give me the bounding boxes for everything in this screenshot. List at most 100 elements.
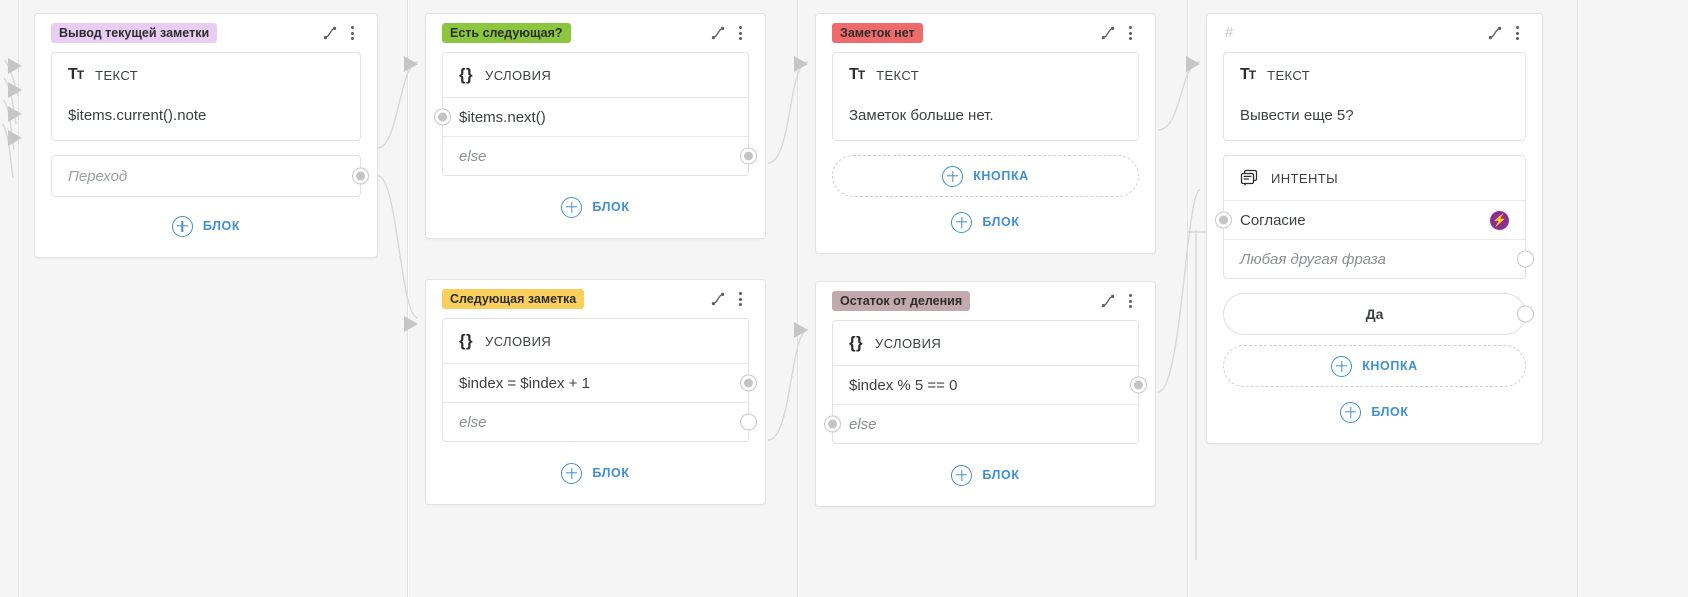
text-block[interactable]: TT ТЕКСТ Вывести еще 5?: [1223, 52, 1526, 141]
card-next-note[interactable]: Следующая заметка {} УСЛОВИЯ $index = $i…: [425, 279, 766, 505]
card-ask-more[interactable]: # TT ТЕКСТ Вывести еще 5?: [1206, 13, 1543, 444]
card-tag[interactable]: Следующая заметка: [442, 289, 585, 309]
connector-dot-right[interactable]: [740, 374, 757, 392]
card-tag[interactable]: Заметок нет: [832, 23, 923, 43]
connector-dot-right[interactable]: [740, 413, 757, 431]
add-block-label: БЛОК: [592, 466, 630, 480]
card-current-note[interactable]: Вывод текущей заметки TT ТЕКСТ $items.cu…: [34, 13, 378, 258]
card-modulo[interactable]: Остаток от деления {} УСЛОВИЯ $index % 5…: [815, 281, 1156, 507]
plus-circle-icon: [561, 196, 583, 218]
block-title: TT ТЕКСТ: [833, 53, 1138, 97]
more-vertical-icon[interactable]: [1506, 22, 1528, 44]
condition-row-else[interactable]: else: [824, 404, 1138, 443]
condition-row-label: $index = $index + 1: [459, 374, 590, 392]
connector-dot-left[interactable]: [1215, 211, 1232, 229]
block-title: {} УСЛОВИЯ: [443, 319, 748, 363]
block-title-label: ТЕКСТ: [95, 67, 139, 83]
card-header: Вывод текущей заметки: [35, 14, 377, 52]
plus-circle-icon: [171, 215, 193, 237]
add-block-button[interactable]: БЛОК: [832, 205, 1139, 239]
text-block-content[interactable]: $items.current().note: [68, 107, 207, 124]
connection-curve-icon[interactable]: [707, 288, 729, 310]
connection-curve-icon[interactable]: [1097, 22, 1119, 44]
block-title: {} УСЛОВИЯ: [833, 321, 1138, 365]
condition-row-else[interactable]: else: [443, 136, 757, 175]
connector-dot-left[interactable]: [434, 108, 451, 126]
connector-dot-right[interactable]: [1517, 250, 1534, 268]
card-header: #: [1207, 14, 1542, 52]
condition-block[interactable]: {} УСЛОВИЯ $index = $index + 1 else: [442, 318, 757, 442]
answer-button[interactable]: Да: [1223, 293, 1534, 335]
connection-curve-icon[interactable]: [1097, 290, 1119, 312]
answer-button-label: Да: [1365, 306, 1384, 322]
card-tag[interactable]: Остаток от деления: [832, 291, 971, 311]
connection-curve-icon[interactable]: [1484, 22, 1506, 44]
condition-row-label: else: [459, 147, 487, 165]
more-vertical-icon[interactable]: [341, 22, 363, 44]
intent-row-label: Любая другая фраза: [1240, 250, 1386, 268]
block-title: {} УСЛОВИЯ: [443, 53, 748, 97]
more-vertical-icon[interactable]: [1119, 22, 1141, 44]
braces-icon: {}: [849, 333, 864, 352]
card-tag[interactable]: Есть следующая?: [442, 23, 571, 43]
add-block-button[interactable]: БЛОК: [442, 456, 749, 490]
connector-dot-right[interactable]: [1130, 376, 1147, 394]
condition-row-label: else: [459, 413, 487, 431]
condition-row-label: $index % 5 == 0: [849, 376, 958, 394]
intent-row-label: Согласие: [1240, 211, 1306, 229]
intent-row[interactable]: Согласие ⚡: [1215, 200, 1525, 239]
more-vertical-icon[interactable]: [729, 288, 751, 310]
card-header: Остаток от деления: [816, 282, 1155, 320]
add-button-button[interactable]: КНОПКА: [1223, 345, 1526, 387]
add-block-button[interactable]: БЛОК: [832, 458, 1139, 492]
condition-block[interactable]: {} УСЛОВИЯ $items.next() else: [434, 52, 757, 176]
connection-curve-icon[interactable]: [707, 22, 729, 44]
card-has-next[interactable]: Есть следующая? {} УСЛОВИЯ $items.next()…: [425, 13, 766, 239]
condition-row-label: else: [849, 415, 877, 433]
transition-placeholder: Переход: [68, 167, 128, 185]
connection-curve-icon[interactable]: [319, 22, 341, 44]
condition-row[interactable]: $index % 5 == 0: [833, 365, 1147, 404]
chat-bubble-icon: [1240, 169, 1259, 188]
text-block[interactable]: TT ТЕКСТ Заметок больше нет.: [832, 52, 1139, 141]
condition-row-label: $items.next(): [459, 108, 546, 126]
plus-circle-icon: [561, 462, 583, 484]
connector-dot-right[interactable]: [352, 167, 369, 185]
add-button-label: КНОПКА: [973, 169, 1029, 183]
block-title-label: УСЛОВИЯ: [485, 333, 552, 349]
text-block-content[interactable]: Вывести еще 5?: [1240, 107, 1354, 124]
add-block-label: БЛОК: [982, 468, 1020, 482]
condition-row[interactable]: $index = $index + 1: [443, 363, 757, 402]
add-block-button[interactable]: БЛОК: [1223, 395, 1526, 429]
plus-circle-icon: [951, 211, 973, 233]
more-vertical-icon[interactable]: [729, 22, 751, 44]
condition-row-else[interactable]: else: [443, 402, 757, 441]
more-vertical-icon[interactable]: [1119, 290, 1141, 312]
plus-circle-icon: [951, 464, 973, 486]
text-block-content[interactable]: Заметок больше нет.: [849, 107, 994, 124]
card-header: Заметок нет: [816, 14, 1155, 52]
condition-row[interactable]: $items.next(): [434, 97, 748, 136]
text-block[interactable]: TT ТЕКСТ $items.current().note: [51, 52, 361, 141]
connector-dot-right[interactable]: [1517, 305, 1534, 323]
card-no-notes[interactable]: Заметок нет TT ТЕКСТ Заметок больше нет.…: [815, 13, 1156, 254]
plus-circle-icon: [1331, 355, 1353, 377]
lightning-bolt-icon[interactable]: ⚡: [1490, 210, 1509, 230]
plus-circle-icon: [942, 165, 964, 187]
add-block-button[interactable]: БЛОК: [442, 190, 749, 224]
add-block-label: БЛОК: [982, 215, 1020, 229]
canvas-panel-5: [1579, 0, 1688, 597]
connector-dot-right[interactable]: [740, 147, 757, 165]
condition-block[interactable]: {} УСЛОВИЯ $index % 5 == 0 else: [824, 320, 1147, 444]
intent-row-fallback[interactable]: Любая другая фраза: [1224, 239, 1534, 278]
add-block-button[interactable]: БЛОК: [51, 209, 361, 243]
add-button-button[interactable]: КНОПКА: [832, 155, 1139, 197]
text-format-icon: TT: [1240, 66, 1256, 83]
connector-dot-left[interactable]: [824, 415, 841, 433]
card-tag[interactable]: #: [1225, 24, 1234, 41]
intents-block[interactable]: ИНТЕНТЫ Согласие ⚡ Любая другая фраза: [1215, 155, 1534, 279]
text-format-icon: TT: [849, 66, 865, 83]
card-tag[interactable]: Вывод текущей заметки: [51, 23, 218, 43]
transition-input[interactable]: Переход: [51, 155, 369, 197]
